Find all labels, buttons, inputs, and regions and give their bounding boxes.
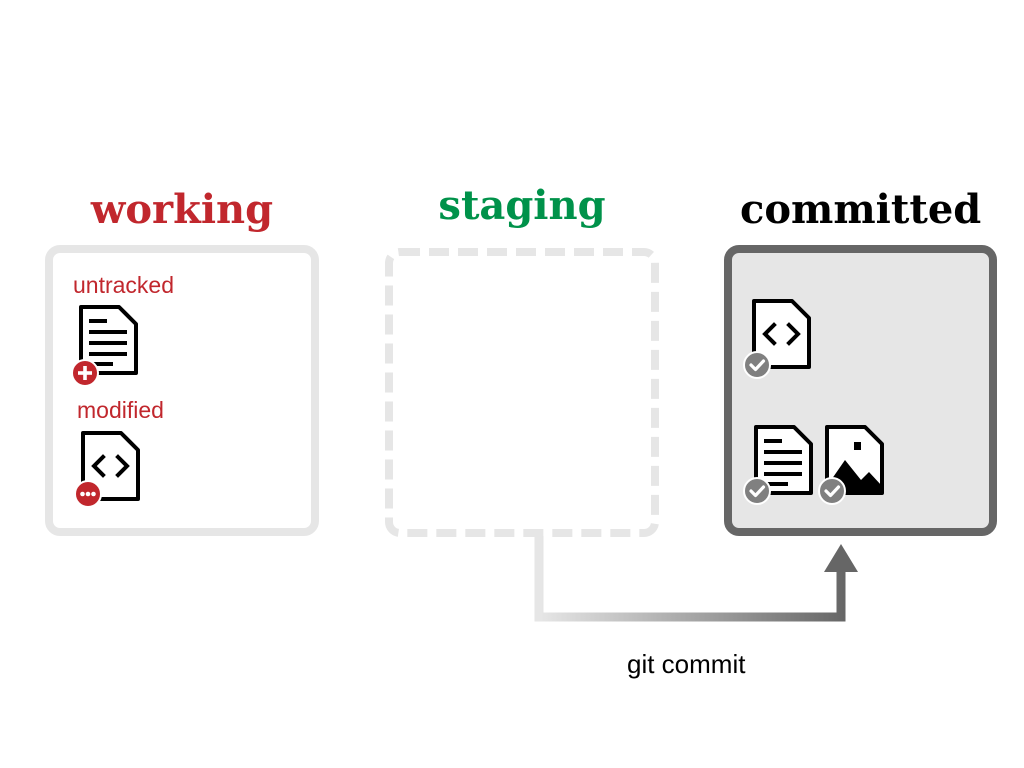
committed-area-title: committed <box>740 186 982 233</box>
check-badge-icon <box>742 350 772 380</box>
commit-arrow-head <box>824 544 858 572</box>
untracked-label: untracked <box>73 272 175 298</box>
working-area-title: working <box>90 186 274 233</box>
staging-area-box <box>385 248 659 537</box>
git-commit-label: git commit <box>627 649 746 679</box>
check-badge-icon <box>817 476 847 506</box>
plus-badge-icon <box>71 359 99 387</box>
commit-arrow <box>534 536 846 622</box>
modified-label: modified <box>77 397 164 423</box>
staging-area-title: staging <box>438 182 606 229</box>
check-badge-icon <box>742 476 772 506</box>
ellipsis-badge-icon <box>74 480 102 508</box>
